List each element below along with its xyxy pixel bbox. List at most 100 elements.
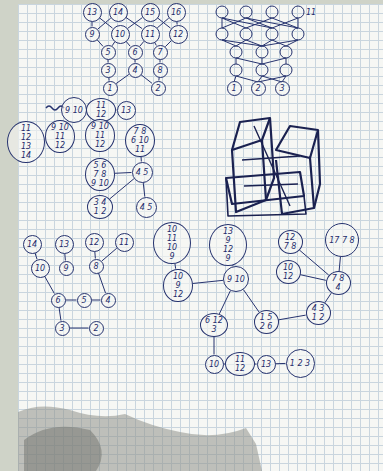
number-text: 2 (155, 84, 160, 93)
connector-line (141, 75, 152, 84)
circle-text: 7 8 4 (330, 274, 347, 292)
number-circle: 5 6 7 8 9 10 (85, 158, 115, 191)
number-text: 3 (279, 84, 284, 93)
number-text: 15 (145, 8, 155, 17)
circle-text: 11 (119, 238, 129, 247)
circle-text: 10 (115, 30, 125, 39)
circle-text: 13 9 12 9 (219, 227, 236, 263)
connector-line (98, 273, 105, 293)
number-circle: 2 (89, 321, 104, 336)
number-circle: 16 (167, 3, 186, 22)
connector-line (143, 182, 145, 196)
number-circle: 9 10 (223, 266, 249, 292)
circle-text: 11 (145, 30, 155, 39)
circle-text: 12 (89, 238, 99, 247)
number-circle: 13 (55, 235, 74, 254)
number-text: 9 10 11 12 (51, 123, 69, 150)
number-text: 12 (173, 30, 183, 39)
number-circle: 5 (77, 293, 92, 308)
connector-line (325, 293, 332, 303)
connector-line (141, 156, 142, 161)
number-circle: 11 12 (225, 352, 255, 376)
number-text: 13 (87, 8, 97, 17)
number-text: 4 (105, 296, 110, 305)
number-circle: 9 10 11 12 (85, 119, 115, 152)
connector-line (126, 41, 130, 46)
number-text: 10 (35, 264, 45, 273)
number-circle: 10 (205, 355, 224, 374)
note-label: 11 (306, 8, 316, 17)
number-text: 8 (93, 262, 98, 271)
number-text: 4 5 (136, 168, 149, 177)
connector-line (116, 74, 129, 83)
number-text: 12 (89, 238, 99, 247)
connector-line (66, 300, 77, 301)
number-circle: 11 (115, 233, 134, 252)
number-circle: 12 (85, 233, 104, 252)
connector-line (174, 264, 176, 269)
connector-line (300, 275, 326, 281)
number-text: 10 (115, 30, 125, 39)
number-circle: 6 (51, 293, 66, 308)
number-text: 9 10 (65, 106, 83, 115)
number-circle: 12 (169, 25, 188, 44)
number-text: 4 5 (140, 203, 153, 212)
number-text: 12 7 8 (282, 233, 299, 251)
number-circle: 14 (23, 235, 42, 254)
circle-text: 9 10 11 12 (51, 123, 69, 150)
circle-text: 12 7 8 (282, 233, 299, 251)
connector-line (92, 22, 93, 27)
number-circle: 9 10 11 12 (45, 120, 75, 153)
number-text: 10 (209, 360, 219, 369)
number-circle: 5 (101, 45, 116, 60)
number-text: 13 9 12 9 (219, 227, 236, 263)
circle-text: 13 (261, 360, 271, 369)
connector-line (193, 280, 223, 283)
number-circle: 4 (128, 63, 143, 78)
number-text: 10 9 12 (169, 272, 186, 299)
number-circle: 1 5 2 6 (254, 310, 279, 334)
connector-line (275, 363, 285, 364)
connector-line (45, 276, 55, 293)
number-circle: 10 11 10 9 (153, 222, 191, 264)
circle-text: 11 12 (90, 101, 112, 119)
connector-line (98, 18, 111, 29)
number-text: 5 6 7 8 9 10 (91, 161, 109, 188)
number-circle: 9 (85, 27, 100, 42)
number-text: 14 (113, 8, 123, 17)
number-text: 9 10 11 12 (91, 122, 109, 149)
circle-text: 4 (105, 296, 110, 305)
circle-text: 16 (171, 8, 181, 17)
circle-text: 13 (87, 8, 97, 17)
circle-text: 15 (145, 8, 155, 17)
connector-line (214, 337, 215, 355)
connector-line (97, 40, 103, 47)
number-text: 3 (59, 324, 64, 333)
circle-text: 5 (105, 48, 110, 57)
number-circle: 3 (101, 63, 116, 78)
number-circle: 8 (153, 63, 168, 78)
circle-text: 3 4 1 2 (91, 198, 109, 216)
circle-text: 9 (63, 264, 68, 273)
number-text: 7 (157, 48, 162, 57)
number-circle: 10 (111, 25, 130, 44)
circle-text: 9 10 (65, 106, 83, 115)
number-text: 13 (261, 360, 271, 369)
number-circle: 9 10 (61, 97, 87, 123)
circle-text: 3 (59, 324, 64, 333)
number-text: 2 (93, 324, 98, 333)
connector-line (157, 18, 168, 28)
number-text: 1 2 3 (290, 359, 310, 368)
circle-text: 3 (105, 66, 110, 75)
number-circle: 14 (109, 3, 128, 22)
circle-text: 14 (27, 240, 37, 249)
circle-text: 5 6 7 8 9 10 (91, 161, 109, 188)
number-circle: 3 4 1 2 (87, 195, 113, 219)
circle-text: 5 (81, 296, 86, 305)
number-text: 11 (145, 30, 155, 39)
number-circle: 10 (31, 259, 50, 278)
connector-line (92, 300, 101, 301)
circle-text: 8 (157, 66, 162, 75)
connector-line (59, 307, 61, 320)
number-circle: 11 12 13 14 (7, 121, 45, 163)
